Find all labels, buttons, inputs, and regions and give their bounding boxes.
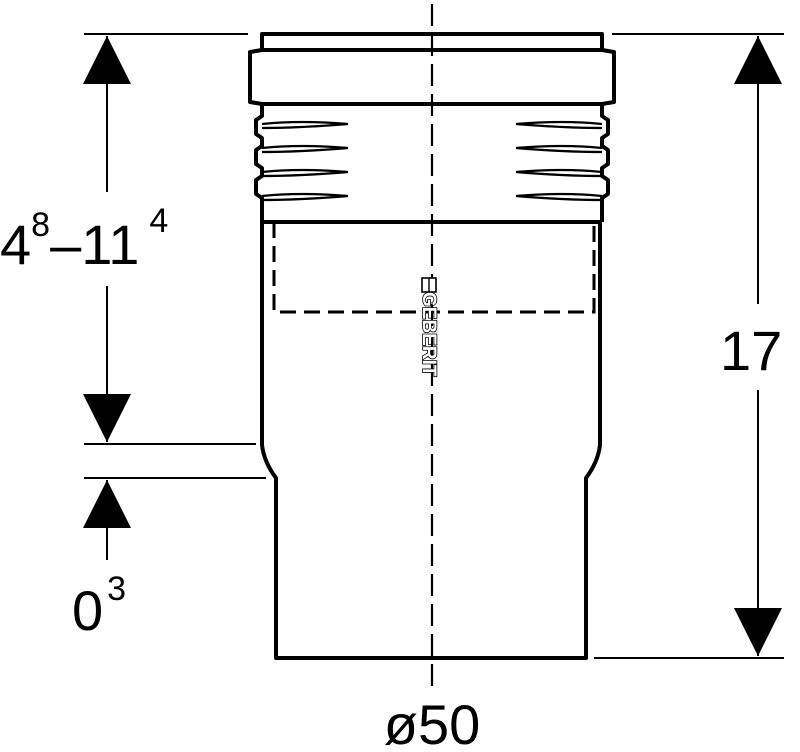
diameter-label: ø50 [384,693,481,752]
dimension-arrows [83,36,782,656]
sleeve-left-edge [254,104,264,222]
arrow-length-top [734,36,782,84]
sleeve-right-edge [600,104,610,222]
seal-lamellae [261,120,603,202]
arrow-gap-top [83,480,131,528]
hidden-insertion-line [272,222,596,314]
brand-label: GEBERIT [418,292,439,377]
brand-marking: GEBERIT [417,277,440,378]
main-body-outline [260,222,602,660]
length-label: 17 [720,319,782,382]
arrow-depth-top [83,36,131,84]
arrow-length-bottom [734,608,782,656]
arrow-depth-bottom [83,394,131,442]
